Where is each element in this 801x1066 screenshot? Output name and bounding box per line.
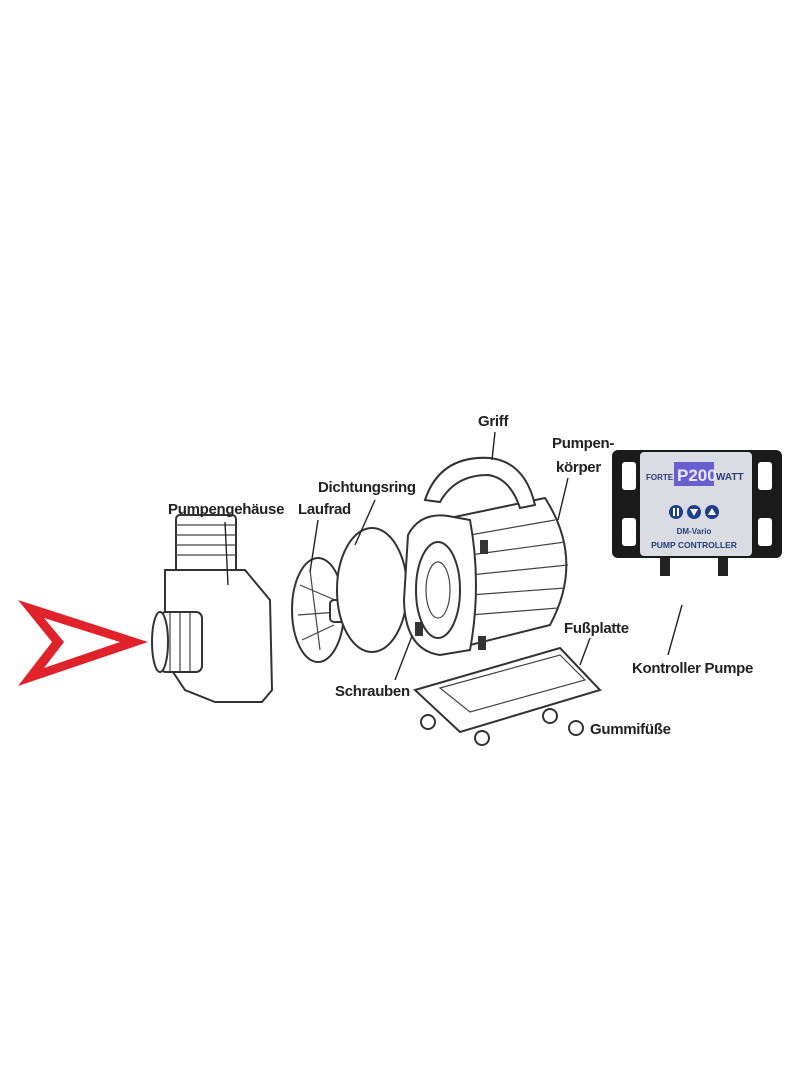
pump-body (402, 496, 569, 657)
label-fussplatte: Fußplatte (564, 620, 629, 637)
pump-controller: FORTE P200 WATT DM-Vario PUMP CONTROLLER (612, 450, 782, 576)
leader-lines (224, 431, 683, 681)
label-pumpenkoerper-2: körper (556, 459, 601, 476)
label-dichtungsring: Dichtungsring (318, 479, 416, 496)
label-kontroller: Kontroller Pumpe (632, 660, 753, 677)
controller-brand: FORTE (646, 473, 674, 482)
controller-unit: WATT (716, 472, 744, 483)
pause-icon[interactable] (669, 505, 683, 519)
label-schrauben: Schrauben (335, 683, 410, 700)
seal-ring (336, 527, 408, 653)
red-arrow-icon (18, 600, 148, 686)
controller-display: P200 (677, 466, 717, 485)
label-gummifuesse: Gummifüße (590, 721, 671, 738)
handle (423, 456, 537, 510)
pump-housing (151, 514, 274, 703)
controller-name: PUMP CONTROLLER (651, 540, 737, 550)
label-pumpenkoerper-1: Pumpen- (552, 435, 614, 452)
label-pumpengehaeuse: Pumpengehäuse (168, 501, 284, 518)
label-laufrad: Laufrad (298, 501, 351, 518)
foot-plate (413, 646, 602, 746)
label-griff: Griff (478, 413, 509, 430)
controller-model: DM-Vario (677, 527, 712, 536)
